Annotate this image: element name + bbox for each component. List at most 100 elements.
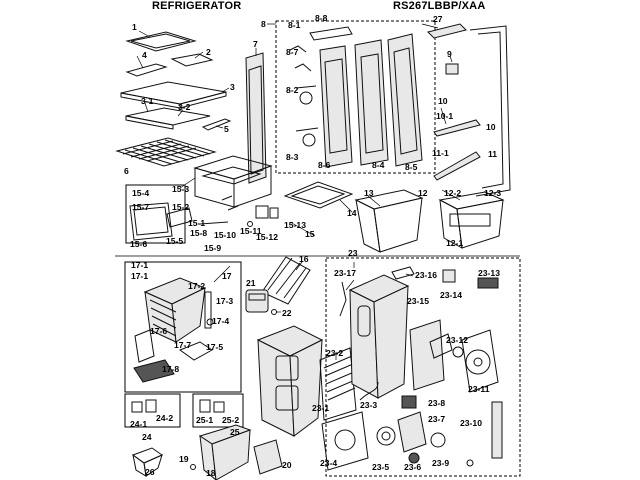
label-15-10: 15-10 <box>214 230 236 240</box>
label-23-4: 23-4 <box>320 458 337 468</box>
part-23-7-gear <box>430 432 446 448</box>
label-19: 19 <box>179 454 189 464</box>
group-24-box <box>124 393 181 428</box>
label-24: 24 <box>142 432 152 442</box>
label-9: 9 <box>447 49 452 59</box>
label-17-8: 17-8 <box>162 364 179 374</box>
part-11-guide <box>433 151 481 181</box>
part-15-drawer-frame <box>193 155 273 208</box>
part-20-duct <box>253 439 283 475</box>
group-17-box <box>124 261 242 393</box>
part-23-14-button <box>442 269 456 283</box>
label-23-15: 23-15 <box>407 296 429 306</box>
label-23-12: 23-12 <box>446 335 468 345</box>
label-15-6: 15-6 <box>130 239 147 249</box>
label-7: 7 <box>253 39 258 49</box>
label-22: 22 <box>282 308 292 318</box>
label-5: 5 <box>224 124 229 134</box>
label-23-9: 23-9 <box>432 458 449 468</box>
part-23-2-panel <box>319 347 357 421</box>
part-23-15-cover <box>348 274 410 399</box>
label-23-10: 23-10 <box>460 418 482 428</box>
label-3-2: 3-2 <box>178 102 191 112</box>
label-4: 4 <box>142 50 147 60</box>
part-23-11-fan-cover <box>461 329 499 393</box>
label-2: 2 <box>206 47 211 57</box>
label-15-12: 15-12 <box>256 232 278 242</box>
label-10-1: 10-1 <box>436 111 453 121</box>
part-23-13-switch <box>477 277 499 289</box>
label-17-2: 17-2 <box>188 281 205 291</box>
label-21: 21 <box>246 278 256 288</box>
label-17-group-top: 17-1 <box>131 260 148 270</box>
label-23-7: 23-7 <box>428 414 445 424</box>
label-13: 13 <box>364 188 374 198</box>
part-3-glass-shelf <box>120 81 227 130</box>
model-number: RS267LBBP/XAA <box>393 0 486 12</box>
label-17-7: 17-7 <box>174 340 191 350</box>
part-18-dispenser-cover <box>198 424 252 480</box>
label-24-2: 24-2 <box>156 413 173 423</box>
label-8-2: 8-2 <box>286 85 299 95</box>
part-8-dispenser-panels <box>289 26 423 168</box>
part-23-1-dispenser-housing <box>256 325 324 437</box>
label-15: 15 <box>305 229 315 239</box>
label-15-5: 15-5 <box>166 236 183 246</box>
part-23-17-wire <box>339 281 347 317</box>
label-15-8: 15-8 <box>190 228 207 238</box>
label-11: 11 <box>488 149 497 159</box>
label-20: 20 <box>282 460 292 470</box>
label-15-4: 15-4 <box>132 188 149 198</box>
part-14-ice-tray <box>283 181 354 209</box>
label-8-5: 8-5 <box>405 162 418 172</box>
label-25-2: 25-2 <box>222 415 239 425</box>
part-23-4-plate <box>321 411 369 471</box>
part-23-3-wire <box>359 381 379 401</box>
group-8-box <box>275 20 436 174</box>
label-16: 16 <box>299 254 309 264</box>
label-23-17: 23-17 <box>334 268 356 278</box>
part-23-8-part <box>401 395 417 409</box>
label-23-14: 23-14 <box>440 290 462 300</box>
part-4-shelf-rail <box>125 63 168 77</box>
label-15-2: 15-2 <box>172 202 189 212</box>
label-8-4: 8-4 <box>372 160 385 170</box>
part-26-bin <box>131 447 164 477</box>
label-14: 14 <box>347 208 357 218</box>
label-8-1: 8-1 <box>288 20 301 30</box>
label-15-9: 15-9 <box>204 243 221 253</box>
label-8-8: 8-8 <box>315 13 328 23</box>
part-21-container <box>245 289 269 313</box>
label-10: 10 <box>438 96 448 106</box>
label-23: 23 <box>348 248 358 258</box>
label-23-16: 23-16 <box>415 270 437 280</box>
label-3-1: 3-1 <box>141 96 154 106</box>
label-15-13: 15-13 <box>284 220 306 230</box>
diagram-title: REFRIGERATOR <box>152 0 242 12</box>
part-6-wire-shelf <box>115 137 217 167</box>
label-17-5: 17-5 <box>206 342 223 352</box>
label-23-8: 23-8 <box>428 398 445 408</box>
label-15-7: 15-7 <box>132 202 149 212</box>
part-19-screw <box>190 464 196 470</box>
label-8-6: 8-6 <box>318 160 331 170</box>
label-23-2: 23-2 <box>326 348 343 358</box>
label-25: 25 <box>230 427 240 437</box>
part-23-16-latch <box>391 266 415 280</box>
label-15-1: 15-1 <box>188 218 205 228</box>
label-12-3: 12-3 <box>484 188 501 198</box>
part-9-hinge <box>445 63 459 75</box>
group-25-box <box>192 393 244 428</box>
part-23-9-auger-motor-frame <box>409 319 453 391</box>
leader-lines <box>136 23 461 360</box>
label-12: 12 <box>418 188 428 198</box>
part-16-ice-tray <box>261 256 311 305</box>
part-12-crisper <box>438 191 505 249</box>
label-15-3: 15-3 <box>172 184 189 194</box>
part-2-shelf-frame <box>170 53 214 67</box>
label-6: 6 <box>124 166 129 176</box>
label-18: 18 <box>206 468 216 478</box>
label-17-1: 17-1 <box>131 271 148 281</box>
part-17-evaporator <box>133 277 214 383</box>
